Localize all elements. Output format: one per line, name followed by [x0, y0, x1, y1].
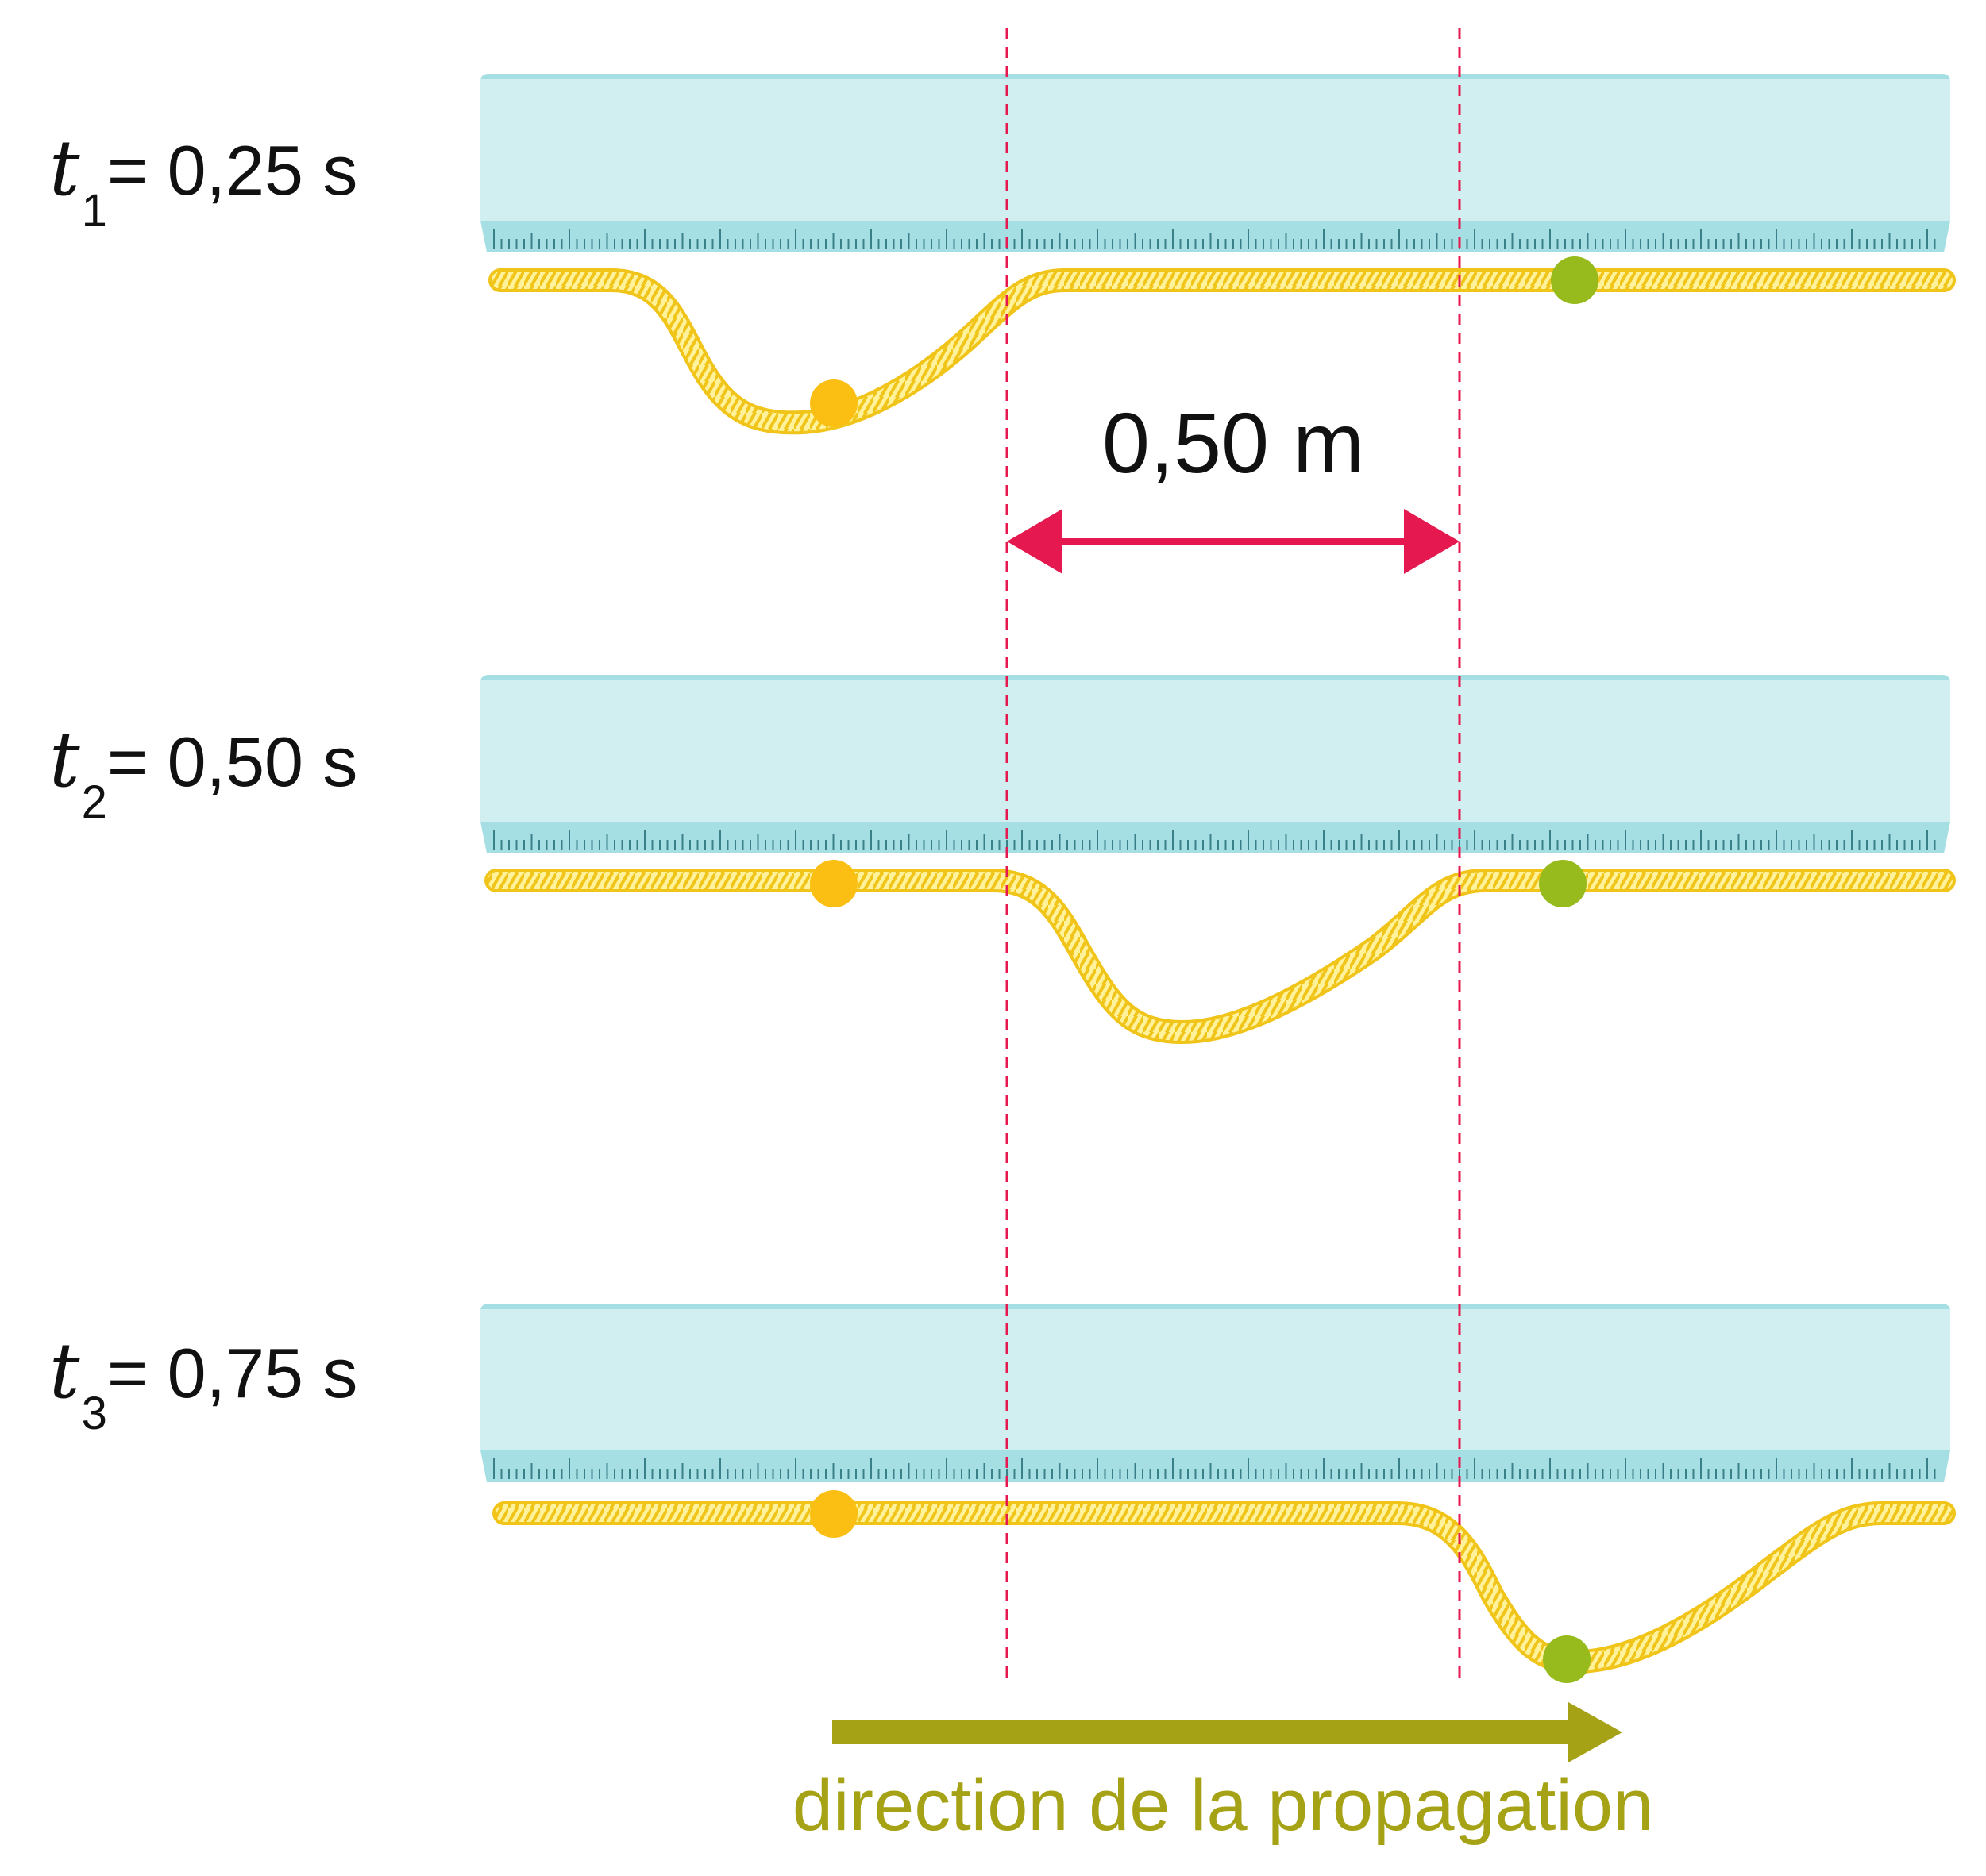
orange-marker-2 — [810, 860, 858, 907]
green-marker-1 — [1551, 256, 1598, 304]
time-label-3: t3= 0,75 s — [49, 1327, 357, 1439]
svg-text:t2= 0,50 s: t2= 0,50 s — [49, 715, 357, 828]
ruler-body — [480, 680, 1950, 822]
snapshot-3 — [480, 1304, 1956, 1683]
double-arrow-right-head — [1404, 509, 1460, 574]
ruler-ticks — [493, 1458, 1936, 1479]
ruler-3 — [480, 1304, 1950, 1482]
rope-2 — [488, 872, 1953, 1041]
time-label-1: t1= 0,25 s — [49, 124, 357, 237]
svg-text:t3= 0,75 s: t3= 0,75 s — [49, 1327, 357, 1439]
direction-arrow-head — [1568, 1702, 1622, 1762]
ruler-ticks — [493, 830, 1936, 850]
ruler-ticks — [493, 229, 1936, 249]
time-subscript: 3 — [82, 1388, 107, 1439]
snapshot-1 — [480, 74, 1956, 435]
green-marker-2 — [1539, 860, 1587, 907]
distance-label: 0,50 m — [1102, 395, 1364, 491]
rope-1 — [492, 272, 1953, 432]
rope-outline — [492, 1501, 1956, 1674]
time-subscript: 1 — [82, 185, 107, 237]
propagation-direction: direction de la propagation — [792, 1702, 1653, 1846]
direction-arrow-shaft — [832, 1720, 1574, 1744]
ruler-scale — [480, 1450, 1950, 1482]
ruler-2 — [480, 675, 1950, 853]
distance-measurement: 0,50 m — [1007, 395, 1460, 574]
ruler-1 — [480, 74, 1950, 252]
ruler-body — [480, 79, 1950, 221]
time-label-2: t2= 0,50 s — [49, 715, 357, 828]
double-arrow-left-head — [1007, 509, 1062, 574]
rope-outline — [484, 869, 1956, 1044]
orange-marker-3 — [810, 1490, 858, 1538]
time-value: = 0,75 s — [107, 1334, 358, 1412]
time-variable: t — [49, 1327, 80, 1416]
snapshot-2 — [480, 675, 1956, 1044]
time-variable: t — [49, 124, 80, 213]
ruler-scale — [480, 221, 1950, 252]
time-value: = 0,25 s — [107, 131, 358, 210]
svg-text:t1= 0,25 s: t1= 0,25 s — [49, 124, 357, 237]
orange-marker-1 — [810, 379, 858, 427]
time-variable: t — [49, 715, 80, 804]
direction-label: direction de la propagation — [792, 1765, 1653, 1846]
time-subscript: 2 — [82, 776, 107, 828]
ruler-scale — [480, 822, 1950, 853]
green-marker-3 — [1543, 1635, 1591, 1683]
time-value: = 0,50 s — [107, 722, 358, 801]
ruler-body — [480, 1309, 1950, 1450]
